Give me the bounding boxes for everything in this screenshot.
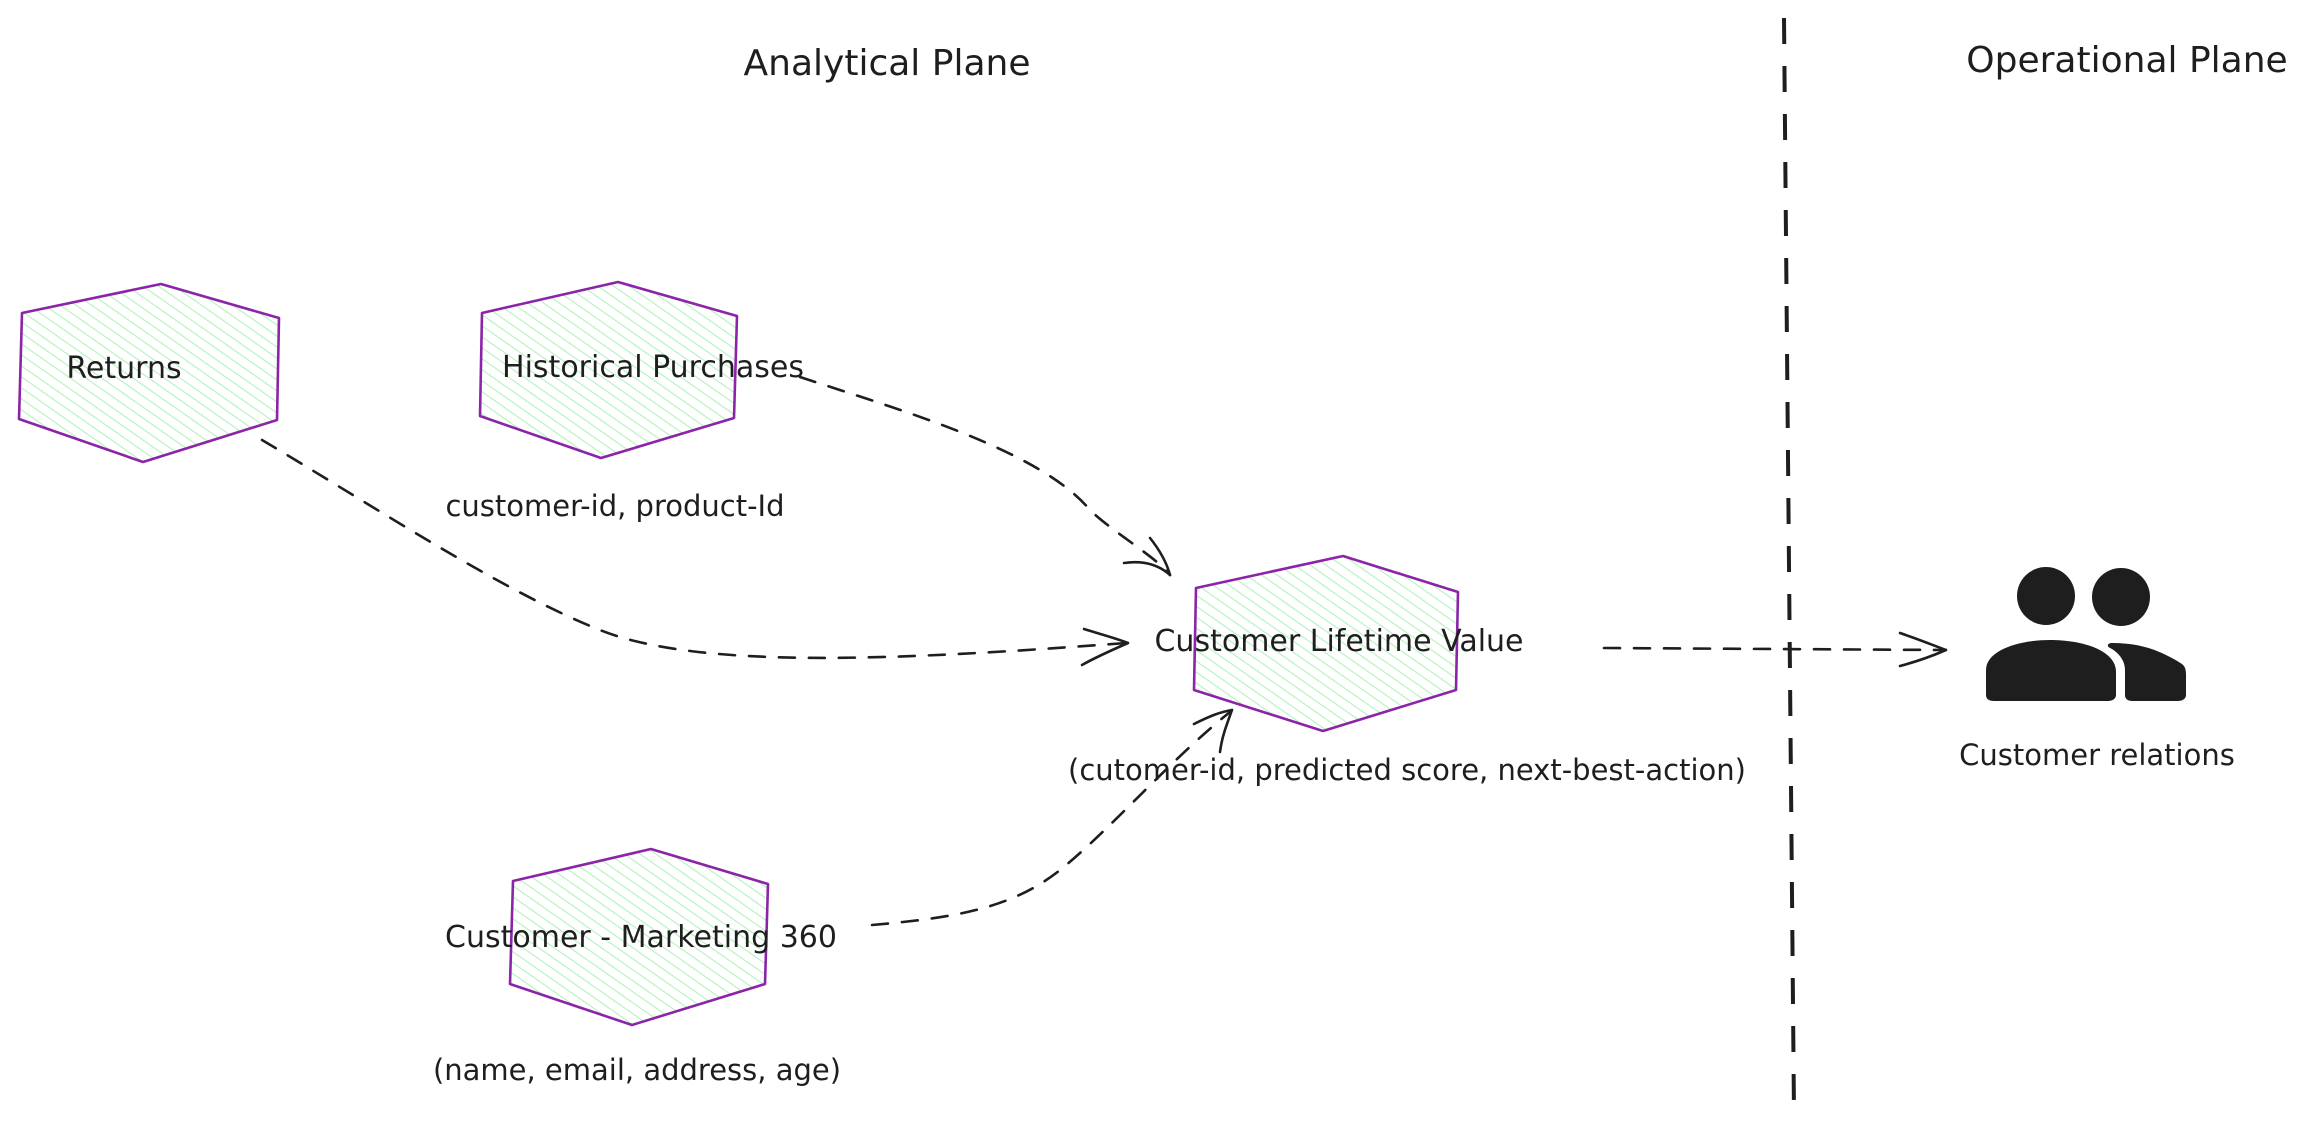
arrowhead [1080,627,1130,667]
arrowhead [1122,536,1172,577]
arrowhead [1192,708,1234,754]
node-returns[interactable]: Returns [17,282,281,464]
node-caption: (name, email, address, age) [433,1053,841,1087]
consumer-customer-relations[interactable]: Customer relations [1959,567,2235,772]
node-label: Historical Purchases [502,350,804,385]
plane-divider [1782,17,1796,1115]
edge-returns-to-clv[interactable] [260,438,1130,667]
node-label: Customer Lifetime Value [1154,624,1523,659]
edge-clv-to-customer-relations[interactable] [1602,631,1948,668]
node-label: Returns [66,351,181,386]
node-label: Customer - Marketing 360 [445,920,837,955]
operational-plane-title: Operational Plane [1966,40,2287,81]
hexagon-shape [478,280,739,460]
node-caption: (cutomer-id, predicted score, next-best-… [1068,753,1746,787]
analytical-plane-title: Analytical Plane [744,43,1031,84]
node-caption: customer-id, product-Id [445,489,784,523]
node-customer-marketing-360[interactable]: Customer - Marketing 360 (name, email, a… [433,847,841,1087]
hexagon-shape [17,282,281,464]
edge-marketing-to-clv[interactable] [870,708,1234,927]
users-icon [1986,567,2186,701]
consumer-label: Customer relations [1959,738,2235,772]
node-historical-purchases[interactable]: Historical Purchases customer-id, produc… [445,280,804,523]
hexagon-shape [1192,554,1460,733]
arrowhead [1898,631,1948,668]
edge-historical-to-clv[interactable] [798,375,1172,577]
node-customer-lifetime-value[interactable]: Customer Lifetime Value (cutomer-id, pre… [1068,554,1746,787]
hexagon-shape [508,847,770,1027]
